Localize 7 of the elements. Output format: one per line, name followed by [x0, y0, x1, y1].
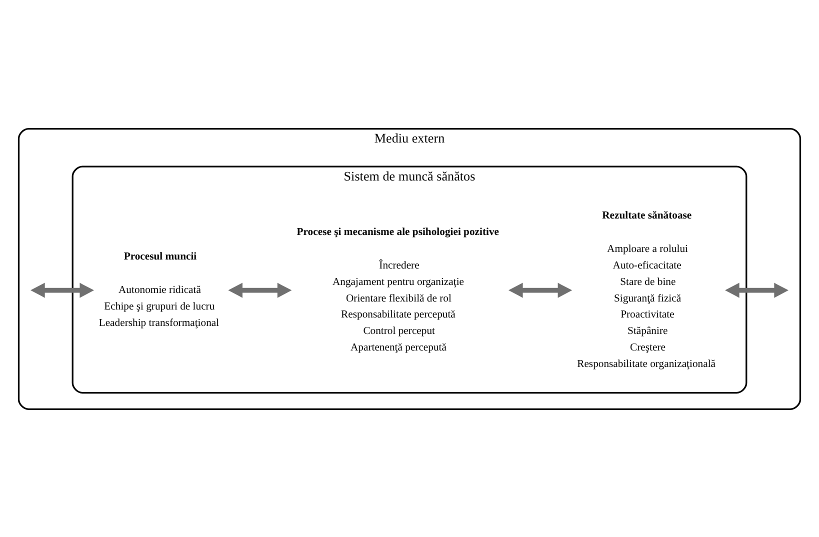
arrow: [30, 282, 94, 298]
arrow: [508, 282, 572, 298]
arrow: [725, 282, 788, 298]
arrow: [228, 282, 292, 298]
node-text: Procesul muncii Autonomie ridicată Echipe şi grupuri de lucru Leadership transformaţional: [98, 250, 220, 328]
node-text: Procese şi mecanisme ale psihologiei pozitive Încredere Angajament pentru organizaţie Orientare flexibilă de rol Responsabilitate percepută Control perceput Apartenenţă percepută: [296, 226, 500, 353]
node-text: Rezultate sănătoase Amploare a rolului Auto-eficacitate Stare de bine Siguranţă fizică Proactivitate Stăpânire Creştere Responsabilitate organizaţională: [577, 210, 716, 370]
